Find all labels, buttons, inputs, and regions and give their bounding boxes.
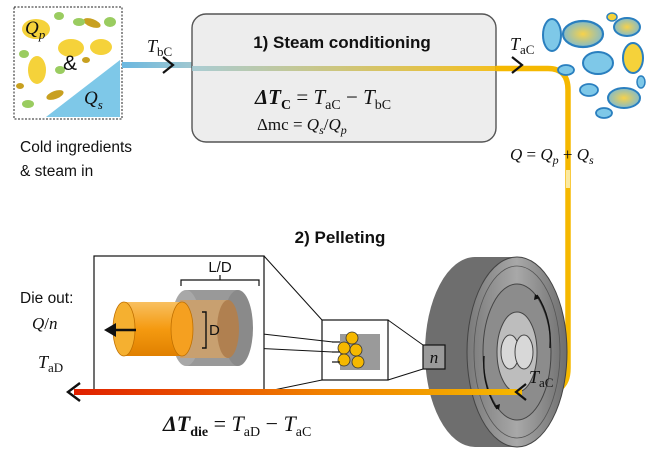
pellet-die-wheel: n	[422, 256, 568, 448]
mash-particle	[607, 87, 641, 109]
die-roller-right	[514, 334, 534, 370]
die-hole-cluster	[332, 331, 380, 370]
mash-particle	[613, 17, 641, 37]
delta-mc-equation: Δmc = Qs/Qp	[257, 115, 347, 137]
cold-ingredients-box: Qp & Qs	[13, 6, 123, 120]
mash-particle	[579, 83, 599, 97]
t-ac-bottom-label: TaC	[529, 367, 553, 390]
mash-particle	[582, 51, 614, 75]
mash-particle	[561, 19, 605, 49]
ingredient-particle	[58, 39, 84, 57]
qs-label: Qs	[84, 88, 103, 112]
die-hole	[349, 343, 363, 357]
conditioned-mash-particles	[542, 12, 646, 119]
flow-split-mark	[566, 170, 570, 188]
ingredient-particle	[82, 57, 90, 63]
n-holes-label: n	[430, 348, 439, 367]
die-temperature-flow-line	[74, 389, 522, 395]
die-in-arrow-icon	[514, 383, 527, 401]
steam-in-caption: & steam in	[20, 163, 93, 180]
die-hole	[337, 353, 351, 367]
diameter-label: D	[209, 322, 220, 339]
mash-particle	[606, 12, 618, 22]
die-out-flow-label: Q/n	[32, 314, 58, 333]
delta-tc-equation: ΔTC = TaC − TbC	[254, 85, 391, 113]
conditioner-flow-line-overlay	[192, 66, 496, 71]
die-hole	[345, 331, 359, 345]
steam-conditioner-box	[191, 13, 497, 143]
die-hole-n-box	[422, 344, 446, 370]
die-channel-detail: D L/D	[104, 259, 260, 366]
ingredient-particle	[83, 18, 101, 28]
extruded-pellet-end	[170, 301, 194, 357]
qp-label: Qp	[25, 18, 46, 42]
zoom-line	[387, 368, 424, 381]
zoom-line	[387, 319, 424, 346]
die-wheel-ring	[473, 265, 561, 439]
rotation-arc-bottom	[483, 355, 498, 410]
ingredient-particle	[16, 83, 24, 89]
mash-particle	[557, 64, 575, 76]
ingredient-particle	[22, 100, 34, 108]
t-ad-label: TaD	[38, 352, 63, 375]
ingredient-particle	[73, 18, 85, 26]
ingredient-particle	[28, 56, 46, 84]
die-channel-end	[217, 300, 239, 358]
zoom-line	[263, 255, 323, 321]
ingredient-particle	[46, 90, 64, 100]
die-out-arrow-icon	[66, 382, 81, 402]
ingredient-particle	[19, 50, 29, 58]
ampersand: &	[63, 52, 77, 75]
length-diameter-label: L/D	[208, 259, 232, 276]
steam-conditioning-title: 1) Steam conditioning	[253, 33, 431, 52]
ingredient-particle	[104, 17, 116, 27]
outlet-arrow-icon	[511, 56, 524, 74]
inlet-flow-line	[122, 62, 192, 68]
mash-particle	[622, 42, 644, 74]
rotation-arrow-icon	[534, 294, 540, 300]
ingredient-particle	[55, 66, 65, 74]
die-hole	[351, 355, 365, 369]
rotation-arc-top	[536, 294, 551, 349]
rotation-arrow-icon	[494, 404, 500, 410]
diameter-bracket	[202, 311, 207, 349]
mash-particle	[636, 75, 646, 89]
die-out-label: Die out:	[20, 290, 73, 307]
steam-triangle	[46, 60, 120, 117]
t-bc-label: TbC	[147, 36, 172, 59]
pelleting-title: 2) Pelleting	[295, 228, 386, 247]
ingredient-particle	[22, 19, 50, 39]
total-flow-equation: Q = Qp + Qs	[510, 145, 594, 167]
ingredient-particle	[54, 12, 64, 20]
cold-ingredients-caption: Cold ingredients	[20, 139, 132, 156]
exit-arrow-icon	[104, 323, 116, 337]
t-ac-top-label: TaC	[510, 34, 534, 57]
inlet-arrow-icon	[162, 56, 175, 74]
delta-t-die-equation: ΔTdie = TaD − TaC	[162, 411, 311, 440]
mash-particle	[595, 107, 613, 119]
ingredient-particle	[90, 39, 112, 55]
mash-particle	[542, 18, 562, 52]
